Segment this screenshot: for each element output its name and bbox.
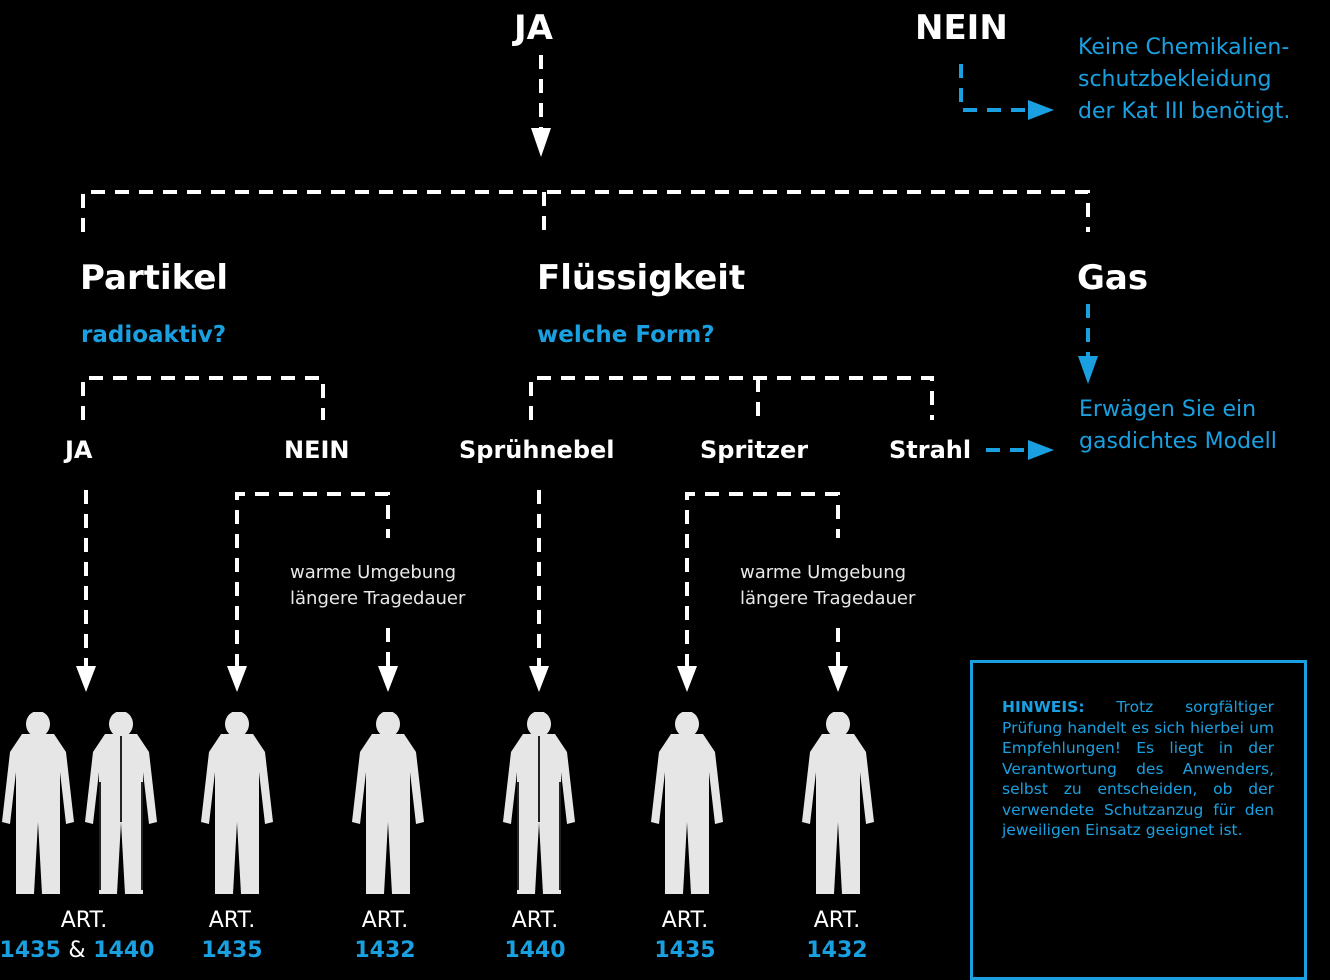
coverall-pair-illustration <box>2 712 157 894</box>
article-prefix: ART. <box>208 908 256 933</box>
liquid-jet: Strahl <box>889 436 972 464</box>
particle-question: radioaktiv? <box>81 322 227 348</box>
no-result-text: Keine Chemikalien- schutzbekleidung der … <box>1078 35 1291 124</box>
coverall-illustration <box>503 712 575 894</box>
article-number: 1435 <box>201 938 263 963</box>
particle-no: NEIN <box>284 436 350 464</box>
article-prefix: ART. <box>511 908 559 933</box>
flow-connectors <box>76 55 1098 692</box>
condition-text-liquid: warme Umgebung längere Tragedauer <box>740 562 916 609</box>
article-prefix: ART. <box>813 908 861 933</box>
article-number: 1435 <box>654 938 716 963</box>
coverall-illustration <box>352 712 424 894</box>
article-number: 1440 <box>504 938 566 963</box>
category-particle: Partikel <box>80 258 229 298</box>
top-yes-label: JA <box>514 8 553 48</box>
article-number: 1432 <box>354 938 416 963</box>
category-gas: Gas <box>1077 258 1149 298</box>
article-prefix: ART. <box>60 908 108 933</box>
coverall-illustration <box>651 712 723 894</box>
article-number: 1435 & 1440 <box>0 938 155 963</box>
article-prefix: ART. <box>361 908 409 933</box>
particle-yes: JA <box>65 436 93 464</box>
top-no-label: NEIN <box>915 8 1008 48</box>
note-text: HINWEIS: Trotz sorgfältiger Prüfung hand… <box>1002 698 1274 839</box>
gas-result-text: Erwägen Sie ein gasdichtes Modell <box>1079 397 1277 454</box>
coverall-illustration <box>201 712 273 894</box>
liquid-question: welche Form? <box>537 322 715 348</box>
liquid-splash: Spritzer <box>700 436 809 464</box>
condition-text-particle: warme Umgebung längere Tragedauer <box>290 562 466 609</box>
article-prefix: ART. <box>661 908 709 933</box>
category-liquid: Flüssigkeit <box>537 258 746 298</box>
liquid-spray: Sprühnebel <box>459 436 615 464</box>
article-number: 1432 <box>806 938 868 963</box>
coverall-illustration <box>802 712 874 894</box>
